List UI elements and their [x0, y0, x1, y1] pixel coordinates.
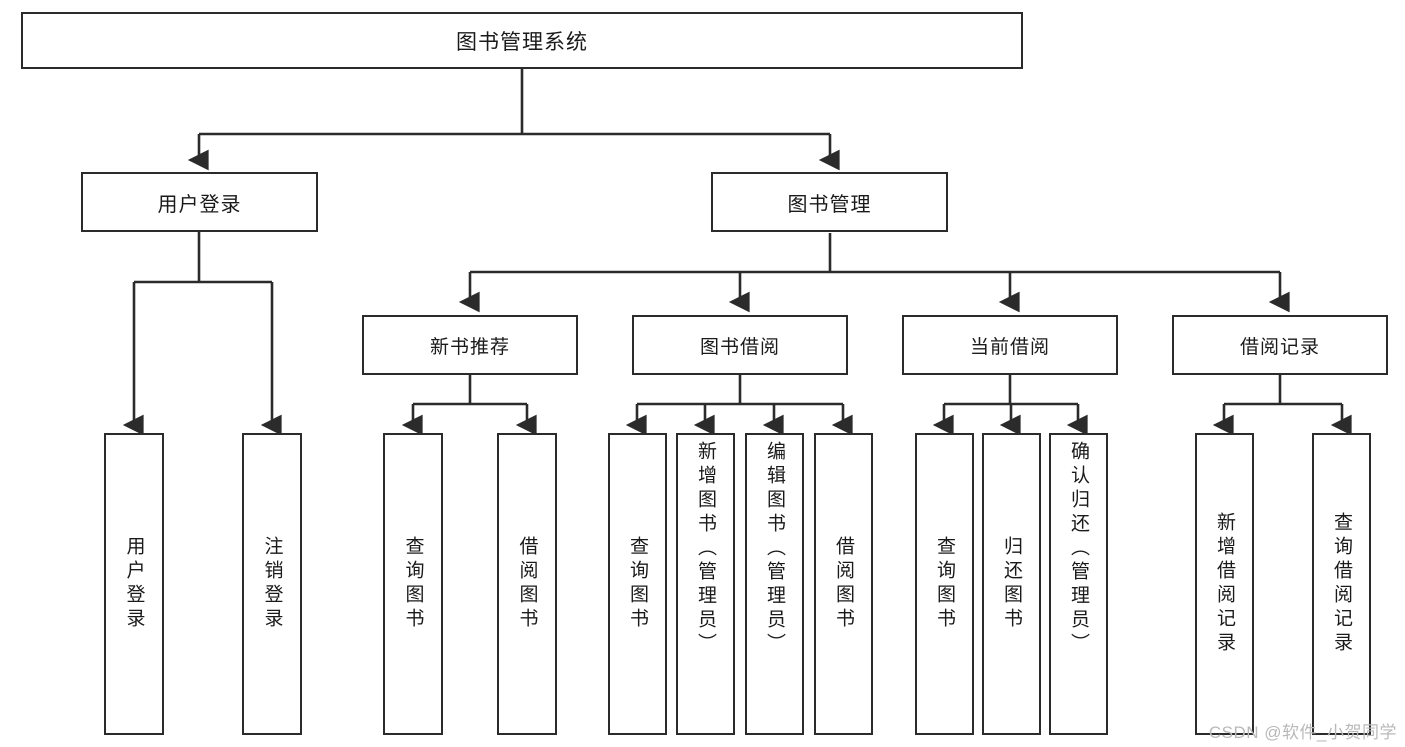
node-leaf-return-book[interactable]: 归还图书 [982, 433, 1041, 735]
node-new-book-rec[interactable]: 新书推荐 [362, 315, 578, 375]
node-leaf-user-login[interactable]: 用户登录 [104, 433, 164, 735]
node-book-borrow-label: 图书借阅 [699, 336, 780, 358]
node-book-manage[interactable]: 图书管理 [711, 172, 948, 232]
node-leaf-confirm-return-label: 确认归还（管理员） [1068, 441, 1089, 657]
node-leaf-borrow-book-2[interactable]: 借阅图书 [814, 433, 873, 735]
node-leaf-user-login-label: 用户登录 [123, 536, 145, 632]
node-leaf-add-record[interactable]: 新增借阅记录 [1195, 433, 1254, 735]
node-leaf-edit-book[interactable]: 编辑图书（管理员） [745, 433, 804, 735]
node-leaf-query-record-label: 查询借阅记录 [1331, 512, 1352, 656]
node-leaf-user-logout[interactable]: 注销登录 [242, 433, 302, 735]
node-leaf-confirm-return[interactable]: 确认归还（管理员） [1049, 433, 1108, 735]
node-leaf-add-book-label: 新增图书（管理员） [695, 441, 716, 657]
node-user-login[interactable]: 用户登录 [81, 172, 318, 232]
node-leaf-query-book-2[interactable]: 查询图书 [608, 433, 667, 735]
node-new-book-rec-label: 新书推荐 [429, 336, 510, 358]
node-leaf-query-book-1[interactable]: 查询图书 [383, 433, 443, 735]
node-leaf-query-book-3[interactable]: 查询图书 [915, 433, 974, 735]
node-book-borrow[interactable]: 图书借阅 [632, 315, 848, 375]
node-book-manage-label: 图书管理 [787, 193, 872, 216]
node-current-borrow-label: 当前借阅 [969, 336, 1050, 358]
node-leaf-add-record-label: 新增借阅记录 [1214, 512, 1235, 656]
node-root[interactable]: 图书管理系统 [21, 12, 1023, 69]
watermark: CSDN @软件_小贺同学 [1208, 723, 1397, 742]
node-leaf-query-record[interactable]: 查询借阅记录 [1312, 433, 1371, 735]
node-current-borrow[interactable]: 当前借阅 [902, 315, 1118, 375]
node-leaf-query-book-1-label: 查询图书 [402, 536, 424, 632]
node-user-login-label: 用户登录 [157, 193, 242, 216]
node-leaf-user-logout-label: 注销登录 [261, 536, 283, 632]
node-borrow-record-label: 借阅记录 [1239, 336, 1320, 358]
node-leaf-borrow-book-2-label: 借阅图书 [833, 536, 854, 632]
node-root-label: 图书管理系统 [456, 30, 588, 54]
node-leaf-return-book-label: 归还图书 [1001, 536, 1022, 632]
node-leaf-add-book[interactable]: 新增图书（管理员） [676, 433, 735, 735]
node-leaf-query-book-3-label: 查询图书 [934, 536, 955, 632]
node-leaf-borrow-book-1-label: 借阅图书 [516, 536, 538, 632]
node-leaf-edit-book-label: 编辑图书（管理员） [764, 441, 785, 657]
node-borrow-record[interactable]: 借阅记录 [1172, 315, 1388, 375]
node-leaf-borrow-book-1[interactable]: 借阅图书 [497, 433, 557, 735]
node-leaf-query-book-2-label: 查询图书 [627, 536, 648, 632]
